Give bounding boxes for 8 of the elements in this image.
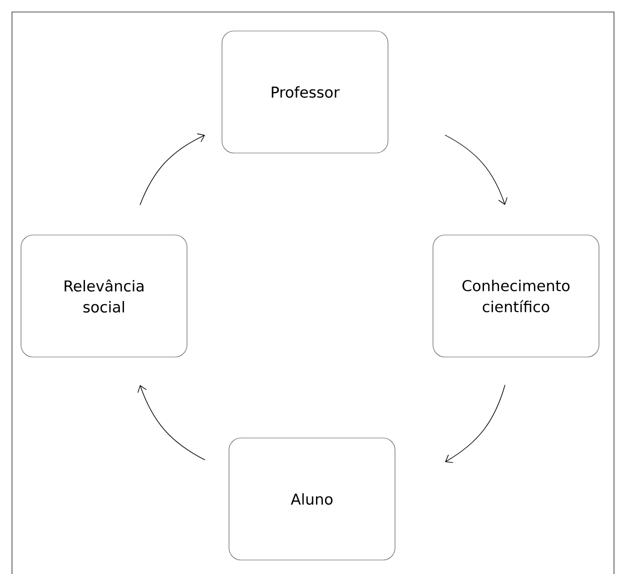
process-box: Relevância social <box>20 234 188 358</box>
curved-arrow <box>444 134 508 205</box>
curved-arrow <box>140 133 205 206</box>
curved-arrow <box>445 384 506 463</box>
process-box: Aluno <box>228 438 396 560</box>
process-box: Professor <box>222 30 388 154</box>
curved-arrow <box>138 385 206 460</box>
process-box: Conhecimento científico <box>432 234 600 358</box>
